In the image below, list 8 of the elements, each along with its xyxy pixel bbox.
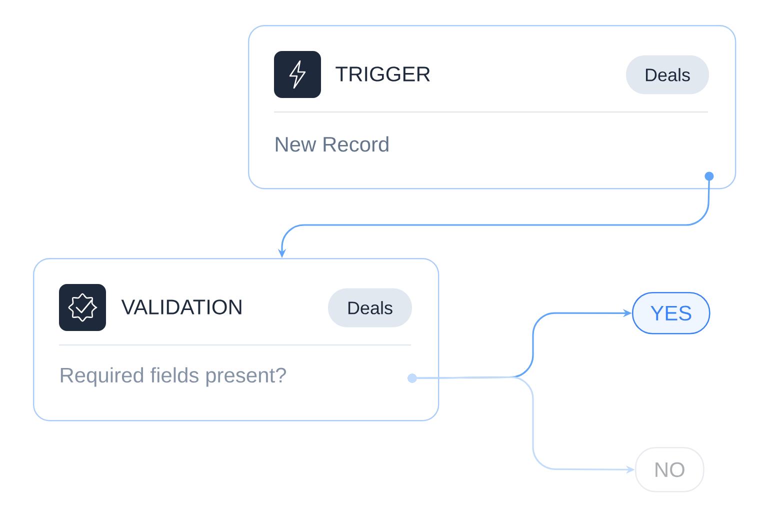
card-body: New Record bbox=[276, 136, 388, 152]
card-title: VALIDATION bbox=[121, 300, 242, 314]
outcome-pill: YES bbox=[632, 292, 710, 334]
outcome-pill: NO bbox=[635, 447, 704, 492]
card bbox=[248, 25, 736, 190]
card-title: TRIGGER bbox=[336, 66, 430, 82]
card-body: Required fields present? bbox=[60, 367, 286, 387]
card bbox=[33, 258, 440, 422]
